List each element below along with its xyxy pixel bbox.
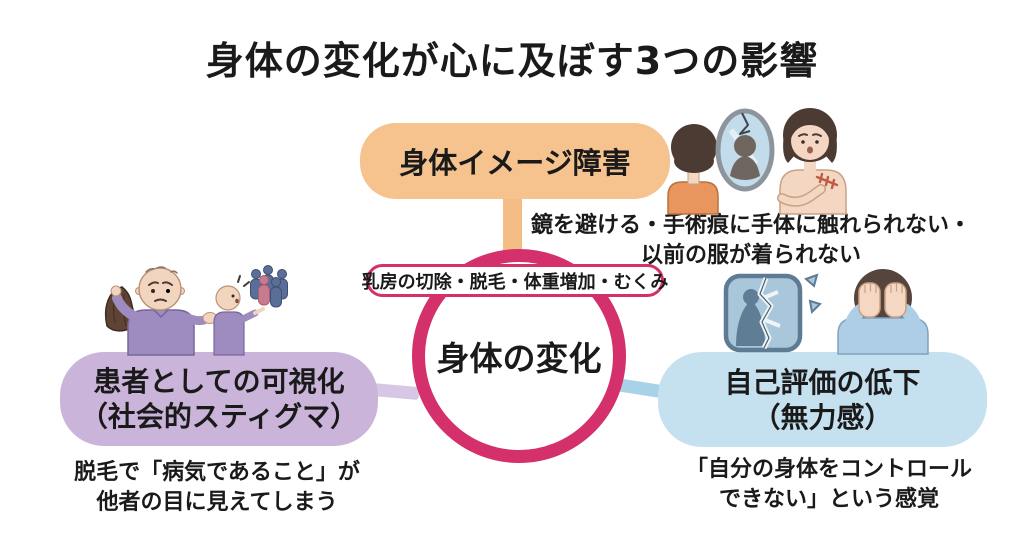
caption-visibility-stigma: 脱毛で「病気であること」が 他者の目に見えてしまう xyxy=(40,458,394,517)
effect-box-low-self-esteem-line2: （無力感） xyxy=(752,400,893,434)
caption-low-self-esteem-line1: 「自分の身体をコントロール xyxy=(685,457,972,482)
body-image-illustration xyxy=(667,108,847,215)
caption-body-image: 鏡を避ける・手術痕に手体に触れられない・ 以前の服が着られない xyxy=(505,211,997,270)
woman-covering-face-icon xyxy=(837,269,929,355)
page-title: 身体の変化が心に及ぼす3つの影響 xyxy=(205,39,819,83)
effect-box-visibility-stigma-line2: （社会的スティグマ） xyxy=(79,400,359,433)
cracked-mirror-icon xyxy=(715,108,775,192)
caption-low-self-esteem: 「自分の身体をコントロール できない」という感覚 xyxy=(652,455,1006,514)
caption-body-image-line1: 鏡を避ける・手術痕に手体に触れられない・ xyxy=(530,213,971,238)
effect-box-visibility-stigma: 患者としての可視化 （社会的スティグマ） xyxy=(60,352,378,446)
woman-back-view-icon xyxy=(667,124,719,215)
effect-box-visibility-stigma-line1: 患者としての可視化 xyxy=(93,365,345,398)
caption-low-self-esteem-line2: できない」という感覚 xyxy=(718,486,939,512)
effect-box-low-self-esteem-line1: 自己評価の低下 xyxy=(724,365,921,399)
connector-top xyxy=(503,194,522,258)
causes-pill-label: 乳房の切除・脱毛・体重増加・むくみ xyxy=(361,271,669,293)
caption-visibility-stigma-line2: 他者の目に見えてしまう xyxy=(96,489,338,515)
causes-pill: 乳房の切除・脱毛・体重増加・むくみ xyxy=(362,264,668,297)
effect-box-low-self-esteem: 自己評価の低下 （無力感） xyxy=(658,352,987,447)
stigma-illustration xyxy=(104,265,288,356)
bald-patient-icon xyxy=(110,266,218,356)
crowd-icon xyxy=(250,265,288,308)
despair-illustration xyxy=(723,269,929,355)
surgery-scar-icon xyxy=(815,172,839,190)
effect-box-body-image: 身体イメージ障害 xyxy=(360,123,670,199)
woman-with-scar-icon xyxy=(777,108,847,215)
shattered-mirror-icon xyxy=(723,273,822,353)
effect-box-body-image-label: 身体イメージ障害 xyxy=(399,146,631,180)
pointing-person-icon xyxy=(213,275,265,356)
caption-visibility-stigma-line1: 脱毛で「病気であること」が xyxy=(74,460,360,485)
center-circle-label: 身体の変化 xyxy=(436,339,602,378)
caption-body-image-line2: 以前の服が着られない xyxy=(640,242,861,268)
